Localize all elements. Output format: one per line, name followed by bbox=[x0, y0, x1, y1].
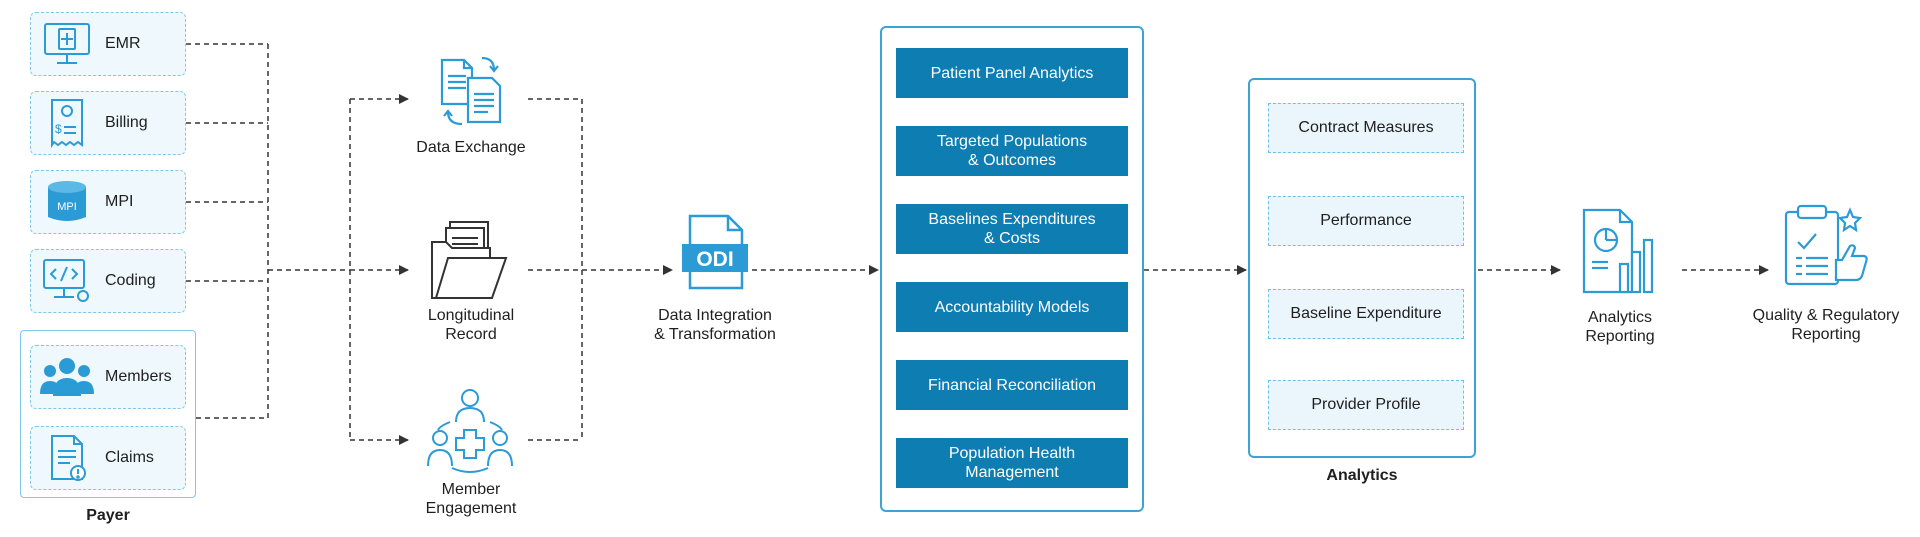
bill-receipt-icon: $ bbox=[39, 95, 95, 151]
payer-item-label: Claims bbox=[105, 449, 154, 466]
source-coding: Coding bbox=[30, 249, 186, 313]
capability-line: Management bbox=[965, 464, 1059, 481]
svg-text:$: $ bbox=[55, 122, 62, 136]
capability-tile: Targeted Populations & Outcomes bbox=[896, 126, 1128, 176]
source-mpi: MPI MPI bbox=[30, 170, 186, 234]
analytics-report-icon bbox=[1580, 206, 1660, 301]
analytics-label: Analytics bbox=[1326, 467, 1398, 484]
capability-line: Population Health bbox=[948, 445, 1076, 462]
capability-line: & Costs bbox=[983, 230, 1040, 247]
middle-node-label: Longitudinal bbox=[427, 307, 515, 324]
middle-node-label: Engagement bbox=[425, 500, 517, 517]
output-label: Reporting bbox=[1585, 328, 1655, 345]
claims-document-icon bbox=[39, 430, 95, 486]
middle-node-label: Member bbox=[441, 481, 501, 498]
code-monitor-icon bbox=[39, 253, 95, 309]
output-label: Quality & Regulatory bbox=[1752, 307, 1900, 324]
output-label: Reporting bbox=[1791, 326, 1861, 343]
capability-line: & Outcomes bbox=[967, 152, 1056, 169]
payer-item-label: Members bbox=[105, 368, 172, 385]
capability-tile: Baselines Expenditures & Costs bbox=[896, 204, 1128, 254]
middle-node-label: Data Exchange bbox=[416, 139, 526, 156]
quality-clipboard-icon bbox=[1780, 200, 1872, 297]
capability-tile: Financial Reconciliation bbox=[896, 360, 1128, 410]
capability-line: Baselines Expenditures bbox=[928, 211, 1096, 228]
payer-claims: Claims bbox=[30, 426, 186, 490]
odi-label: & Transformation bbox=[654, 326, 776, 343]
member-engagement-icon bbox=[426, 386, 514, 481]
capability-line: Financial Reconciliation bbox=[927, 376, 1097, 394]
mpi-icon-text: MPI bbox=[57, 201, 77, 213]
capability-tile: Patient Panel Analytics bbox=[896, 48, 1128, 98]
odi-icon-text: ODI bbox=[696, 248, 733, 271]
database-icon: MPI bbox=[39, 174, 95, 230]
source-label: MPI bbox=[105, 193, 134, 210]
source-billing: $ Billing bbox=[30, 91, 186, 155]
source-label: EMR bbox=[105, 35, 141, 52]
members-group-icon bbox=[39, 349, 95, 405]
folder-records-icon bbox=[428, 218, 510, 307]
capability-line: Accountability Models bbox=[934, 298, 1090, 316]
source-emr: EMR bbox=[30, 12, 186, 76]
odi-label: Data Integration bbox=[658, 307, 772, 324]
payer-label: Payer bbox=[86, 507, 130, 524]
data-exchange-icon bbox=[436, 52, 506, 133]
source-label: Billing bbox=[105, 114, 148, 131]
odi-file-icon: ODI bbox=[680, 214, 750, 295]
capability-tile: Accountability Models bbox=[896, 282, 1128, 332]
middle-node-label: Record bbox=[445, 326, 497, 343]
capability-line: Targeted Populations bbox=[936, 133, 1088, 150]
payer-members: Members bbox=[30, 345, 186, 409]
monitor-medical-icon bbox=[39, 16, 95, 72]
capabilities-panel bbox=[880, 26, 1144, 512]
analytics-item: Contract Measures bbox=[1268, 103, 1464, 153]
source-label: Coding bbox=[105, 272, 156, 289]
analytics-item: Performance bbox=[1268, 196, 1464, 246]
analytics-item: Provider Profile bbox=[1268, 380, 1464, 430]
capability-line: Patient Panel Analytics bbox=[930, 64, 1094, 82]
analytics-item: Baseline Expenditure bbox=[1268, 289, 1464, 339]
output-label: Analytics bbox=[1587, 309, 1653, 326]
